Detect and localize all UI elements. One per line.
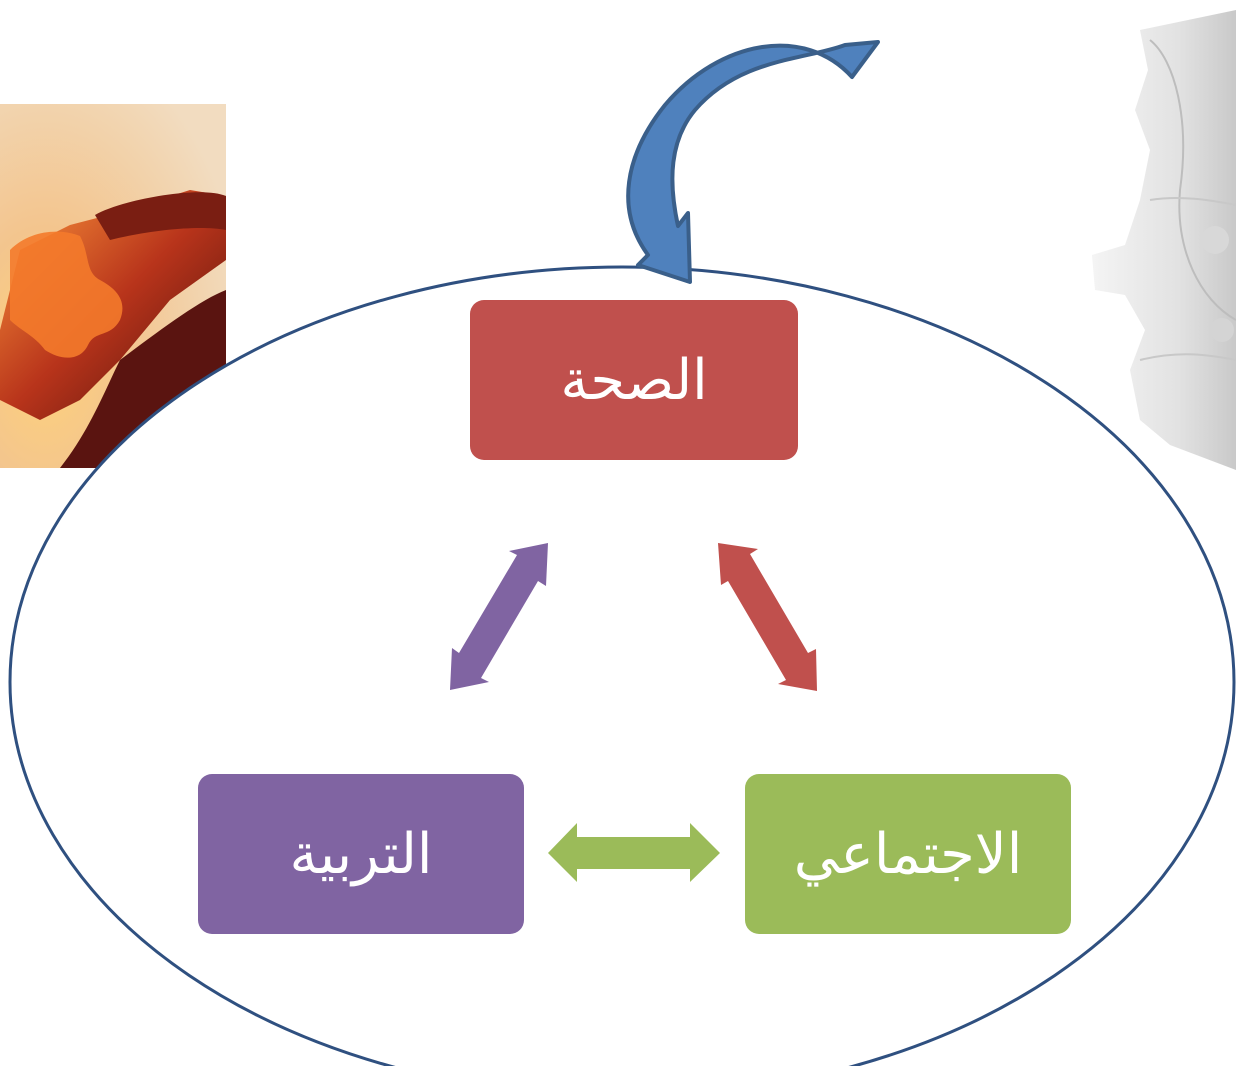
puzzle-tower-image <box>1092 10 1236 470</box>
node-social-label: الاجتماعي <box>793 821 1023 887</box>
arrow-education-social <box>548 823 720 882</box>
node-social: الاجتماعي <box>745 774 1071 934</box>
node-education-label: التربية <box>289 821 433 887</box>
node-health-label: الصحة <box>560 347 708 413</box>
arrow-health-education <box>450 543 548 690</box>
curved-arrow <box>626 40 880 284</box>
arrow-health-social <box>718 543 817 691</box>
node-education: التربية <box>198 774 524 934</box>
node-health: الصحة <box>470 300 798 460</box>
